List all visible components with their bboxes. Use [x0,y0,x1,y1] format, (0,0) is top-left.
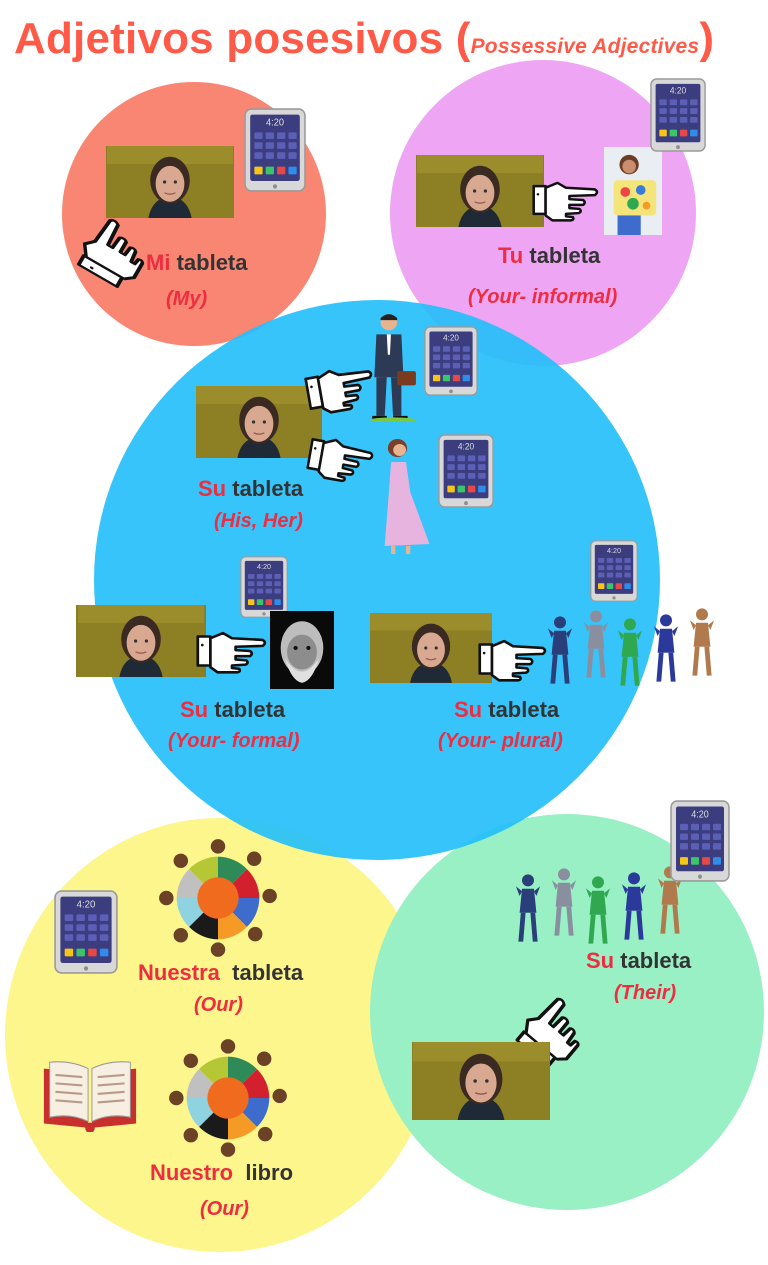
woman-photo [106,146,234,218]
woman-photo [76,605,206,677]
woman-photo [196,386,322,458]
label-nuestra: Nuestra tableta [138,960,304,985]
jumping-people-icon [512,862,688,948]
people-circle-icon [156,836,280,960]
title-main: Adjetivos posesivos [14,14,444,63]
title-open-paren: ( [455,14,471,63]
tablet-icon: 4:20 [240,556,288,618]
tablet-time: 4:20 [77,900,96,911]
kid-photo [604,147,662,235]
tablet-time: 4:20 [691,809,709,819]
pointing-hand-icon [306,364,376,412]
woman-figure-icon [374,436,438,556]
translation-mi: (My) [166,288,208,310]
translation-su-plural: (Your- plural) [438,730,563,752]
label-su-plural: Su tableta [454,697,560,722]
tablet-time: 4:20 [670,85,687,95]
tablet-icon: 4:20 [244,108,306,192]
woman-photo [416,155,544,227]
tablet-time: 4:20 [607,546,621,555]
label-tu: Tu tableta [498,243,601,268]
tablet-time: 4:20 [458,441,475,451]
title-close-paren: ) [699,14,715,63]
tablet-time: 4:20 [266,117,284,128]
tablet-icon: 4:20 [670,800,730,882]
pointing-hand-icon [478,636,548,682]
label-su-their: Su tableta [586,948,692,973]
pointing-hand-icon [308,436,374,482]
translation-nuestra: (Our) [194,994,243,1016]
translation-tu: (Your- informal) [468,286,618,308]
tablet-icon: 4:20 [438,434,494,508]
book-icon [42,1058,138,1132]
old-man-photo [270,611,334,689]
tablet-icon: 4:20 [650,78,706,152]
translation-nuestro: (Our) [200,1198,249,1220]
tablet-icon: 4:20 [54,890,118,974]
pointing-hand-icon [532,178,600,222]
pointing-hand-icon [196,628,268,674]
tablet-icon: 4:20 [424,326,478,396]
pointing-hand-icon [82,216,142,286]
tablet-time: 4:20 [443,334,459,343]
page-title: Adjetivos posesivos (Possessive Adjectiv… [14,14,714,64]
tablet-time: 4:20 [257,562,271,571]
translation-su-his-her: (His, Her) [214,510,303,532]
translation-su-their: (Their) [614,982,677,1004]
label-su-formal: Su tableta [180,697,286,722]
tablet-icon: 4:20 [590,540,638,602]
jumping-people-icon [544,604,720,690]
label-su-his-her: Su tableta [198,476,304,501]
woman-photo [412,1042,550,1120]
label-mi: Mi tableta [146,250,248,275]
title-subtitle: Possessive Adjectives [470,35,700,58]
woman-photo [370,613,492,683]
translation-su-formal: (Your- formal) [168,730,300,752]
people-circle-icon [166,1036,290,1160]
label-nuestro: Nuestro libro [150,1160,294,1185]
